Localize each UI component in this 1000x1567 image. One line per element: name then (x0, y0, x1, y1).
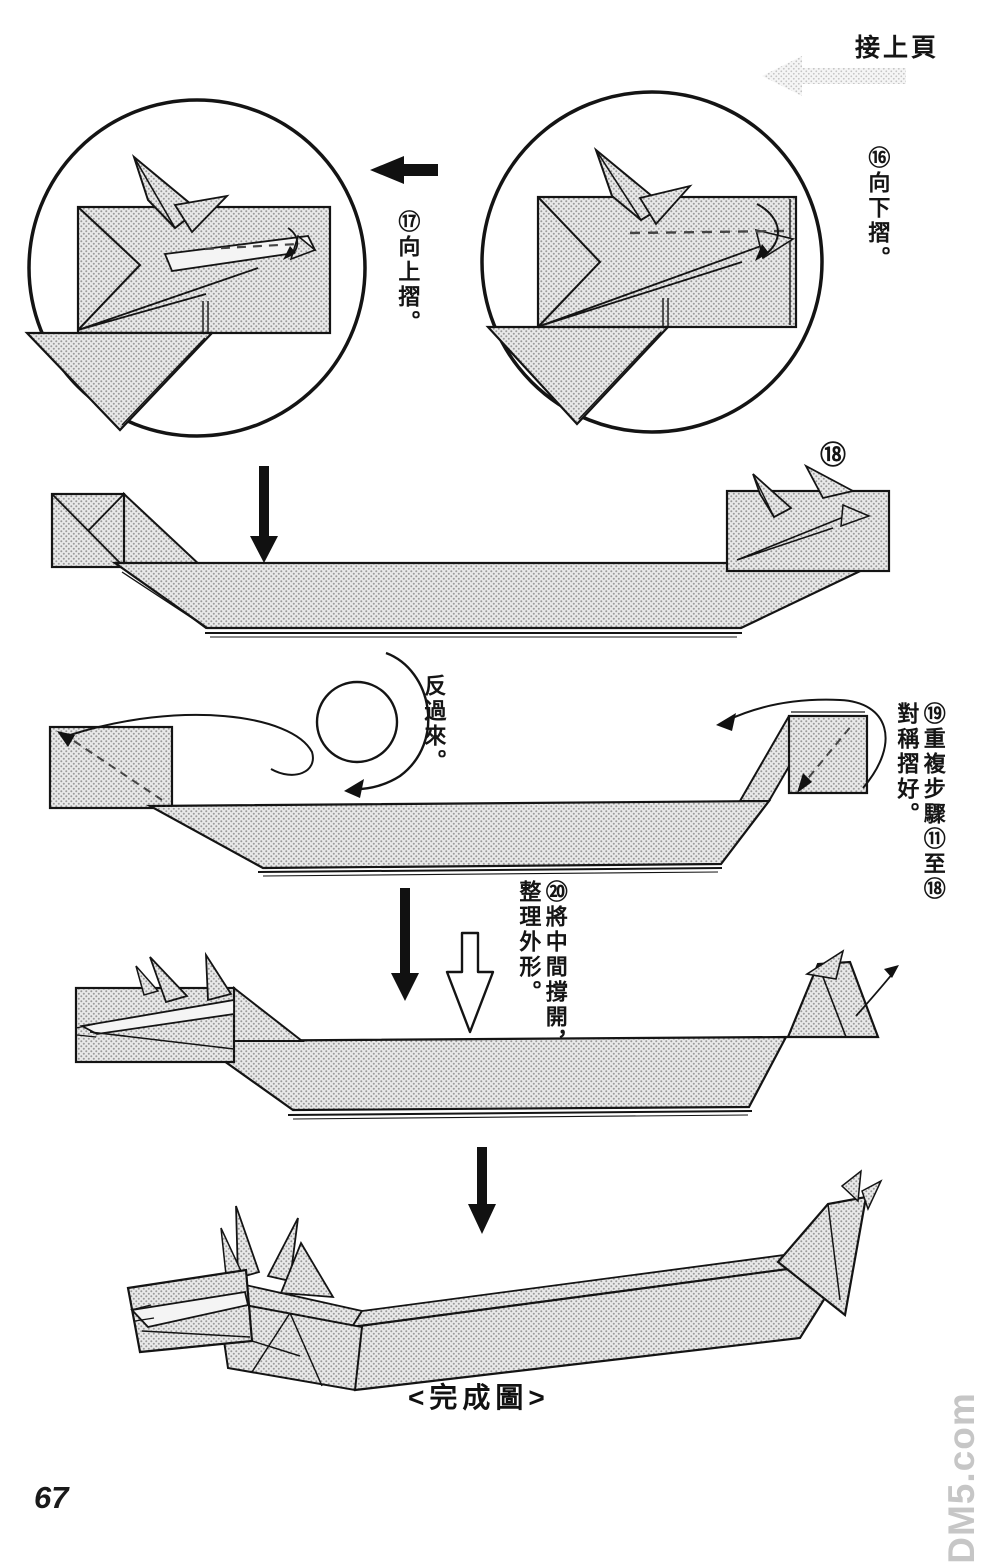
step16-label: ⑯向下摺。 (865, 146, 891, 271)
origami-boat-step18 (50, 463, 891, 638)
watermark: DM5.com (941, 1392, 982, 1564)
detail-circle-step17 (24, 98, 367, 438)
finished-figure-caption: <完成圖> (408, 1382, 550, 1413)
down-arrow-icon (391, 888, 419, 1001)
continued-from-previous-page-label: 接上頁 (855, 34, 940, 62)
step19-label: ⑲重複步驟⑪至⑱ 對稱摺好。 (894, 702, 946, 902)
down-arrow-icon (250, 466, 278, 563)
origami-boat-step19 (48, 698, 887, 877)
step20-label: ⑳將中間撐開， 整理外形。 (516, 880, 568, 1055)
origami-boat-step20 (74, 949, 899, 1120)
detail-circle-step16 (480, 90, 824, 434)
flip-over-label: 反過來。 (421, 674, 447, 774)
down-arrow-icon (468, 1147, 496, 1234)
step17-label: ⑰向上摺。 (395, 210, 421, 335)
continued-arrow-icon (762, 56, 906, 96)
push-arrow-icon (445, 931, 495, 1034)
step18-badge: ⑱ (820, 440, 847, 470)
arrow-left-icon (370, 156, 438, 184)
origami-dragon-boat-final (126, 1169, 883, 1392)
page-number: 67 (34, 1480, 69, 1515)
flip-rotate-icon (315, 651, 430, 798)
